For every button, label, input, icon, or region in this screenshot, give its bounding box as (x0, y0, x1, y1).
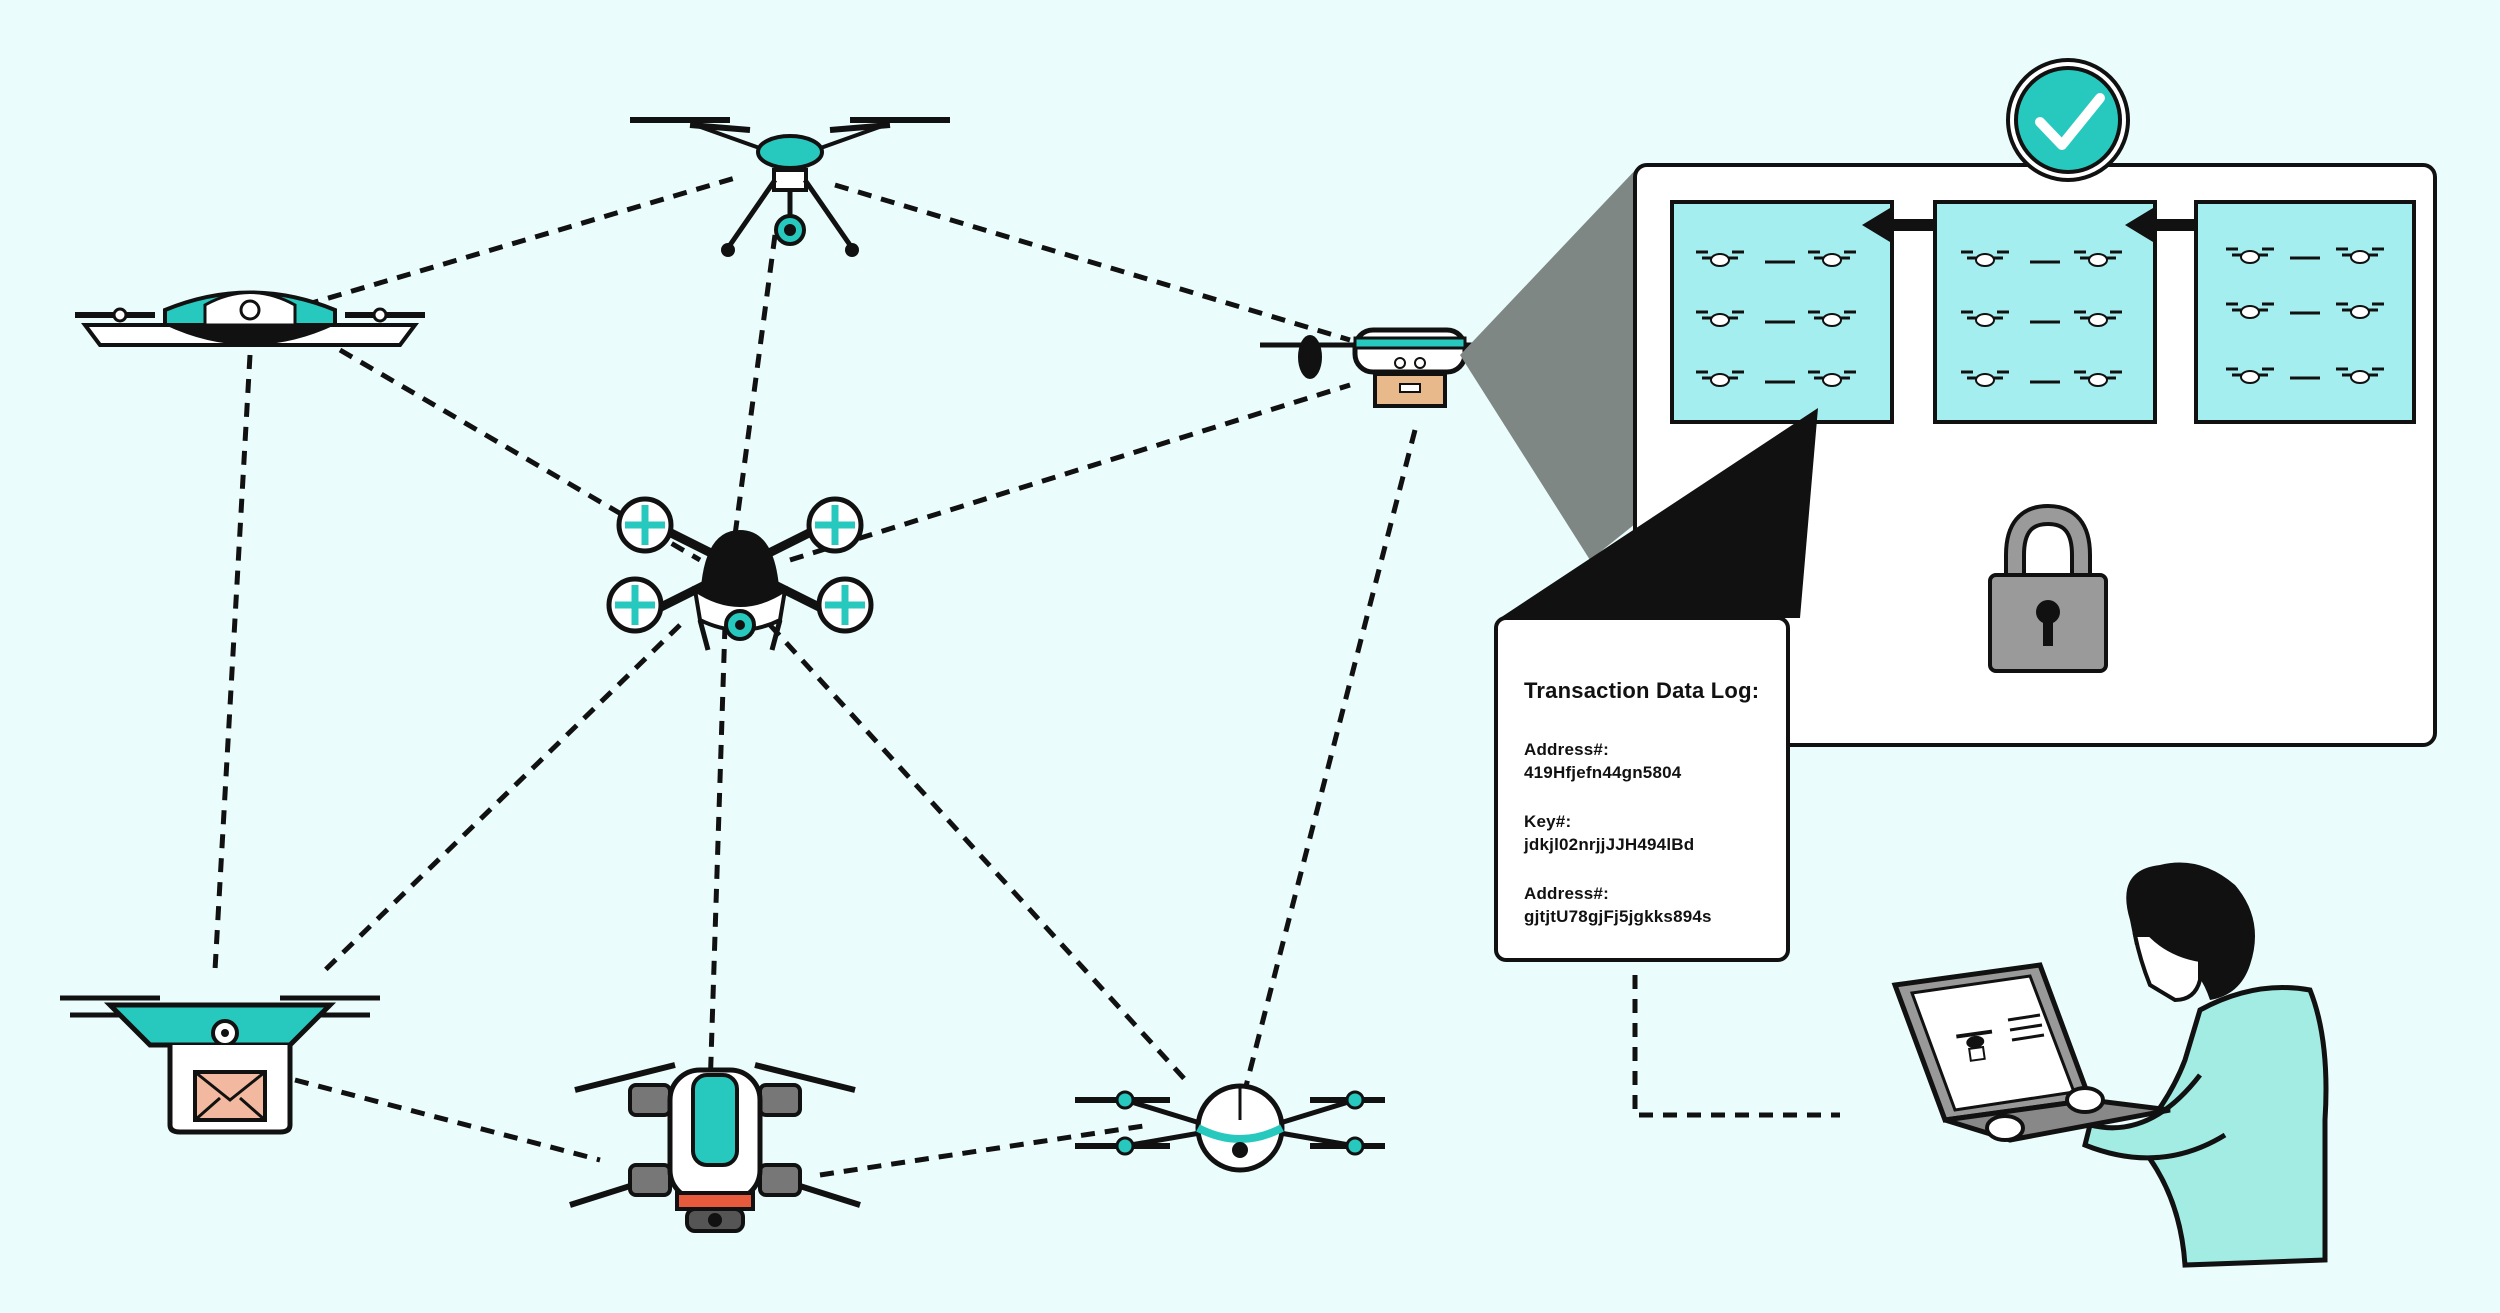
drone-icon (606, 496, 874, 651)
parcel-icon (193, 1070, 267, 1122)
drone-icon (1075, 1083, 1385, 1173)
block (1670, 200, 1894, 424)
link (732, 234, 778, 536)
callout-pointer (1500, 408, 1818, 618)
lock-icon (1988, 503, 2108, 673)
link (789, 382, 1351, 563)
drone-icon (569, 1062, 861, 1233)
network-links (212, 175, 1840, 1178)
drone-icon (1260, 327, 1570, 408)
arrow-left-icon (2125, 208, 2196, 242)
person (1891, 862, 2329, 1268)
link (212, 354, 253, 971)
transaction-log-card: Transaction Data Log: Address#: 419Hfjef… (1494, 616, 1790, 962)
laptop-icon (1891, 962, 2171, 1143)
zoom-beam (1460, 165, 1640, 560)
log-value: gjtjtU78gjFj5jgkks894s (1524, 907, 1712, 926)
arrow-left-icon (1862, 208, 1935, 242)
check-icon (2006, 58, 2130, 182)
link (707, 624, 728, 1091)
log-entry: Address#: 419Hfjefn44gn5804 (1524, 738, 1786, 784)
log-label: Address#: (1524, 884, 1609, 903)
block (1933, 200, 2157, 424)
log-label: Address#: (1524, 740, 1609, 759)
log-title: Transaction Data Log: (1524, 678, 1760, 703)
log-value: 419Hfjefn44gn5804 (1524, 763, 1682, 782)
link-to-laptop (1632, 975, 1840, 1118)
ledger-panel (1633, 58, 2437, 747)
log-entry: Key#: jdkjl02nrjjJJH494lBd (1524, 810, 1786, 856)
link (768, 623, 1192, 1087)
drone-icon (60, 995, 380, 1135)
log-entry: Address#: gjtjtU78gjFj5jgkks894s (1524, 882, 1786, 928)
link (304, 175, 736, 308)
link (318, 623, 682, 977)
block (2194, 200, 2416, 424)
link (819, 1122, 1151, 1178)
drone-icon (75, 290, 425, 347)
log-value: jdkjl02nrjjJJH494lBd (1524, 835, 1695, 854)
link (1242, 429, 1418, 1091)
log-label: Key#: (1524, 812, 1572, 831)
link (294, 1077, 601, 1163)
link (834, 182, 1351, 343)
drone-icon (630, 117, 950, 257)
